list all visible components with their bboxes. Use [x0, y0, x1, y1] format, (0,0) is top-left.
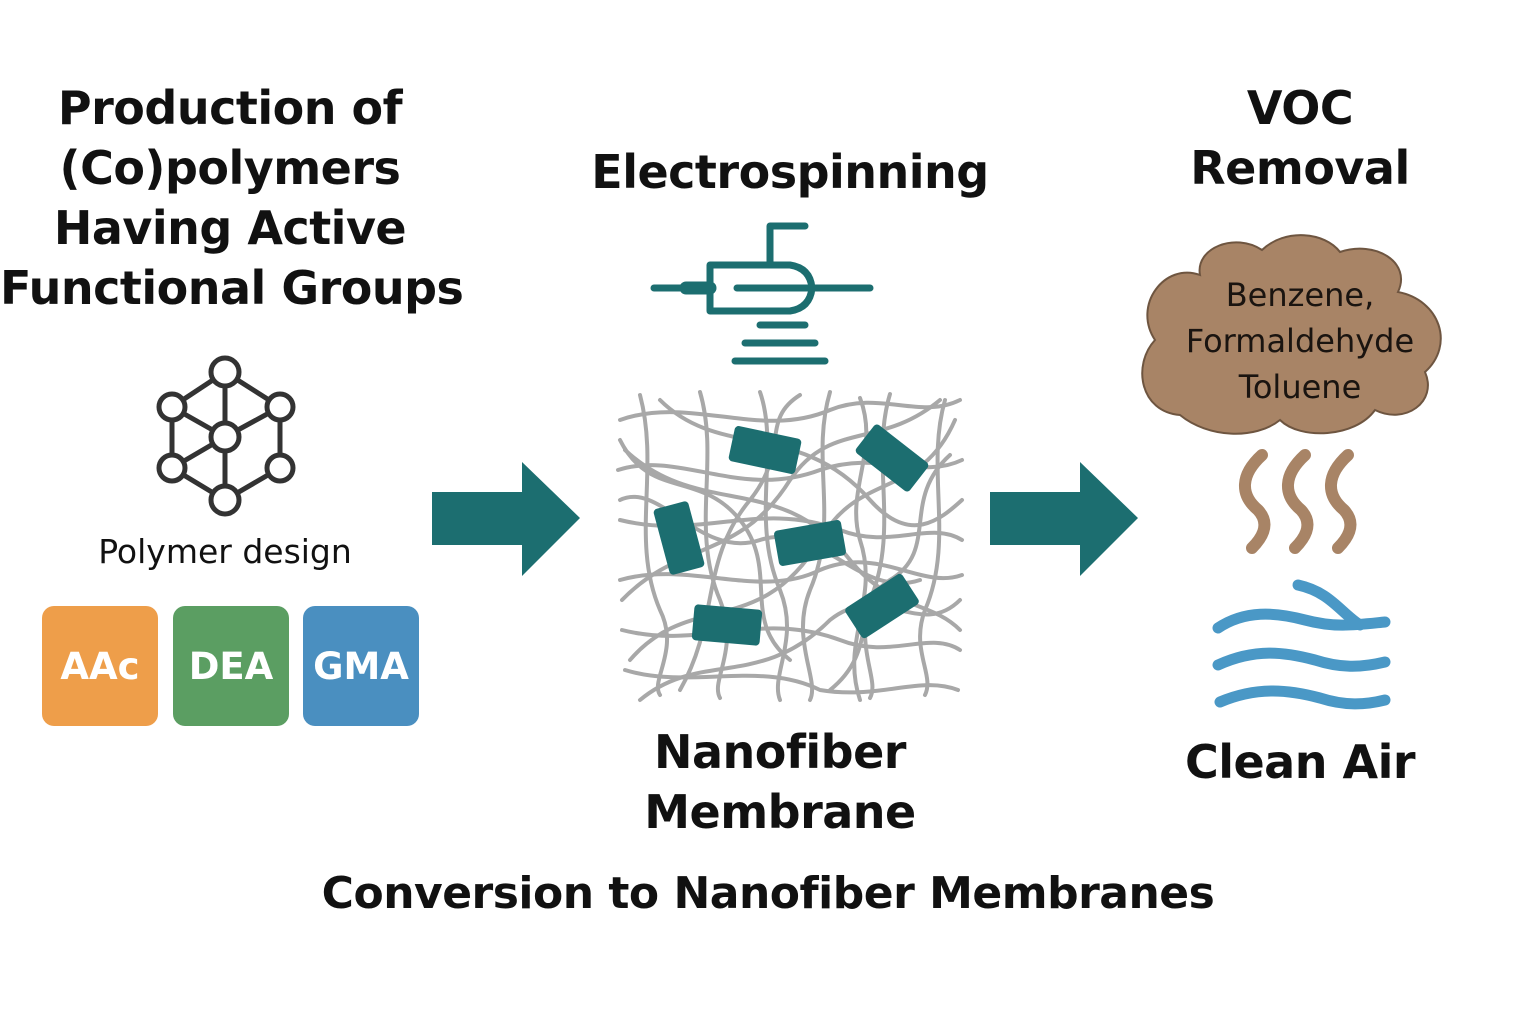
step1-title-line: (Co)polymers: [59, 141, 401, 195]
monomer-tile-gma: GMA: [303, 606, 419, 726]
step3-title: VOC Removal: [1130, 78, 1470, 198]
voc-item: Formaldehyde: [1185, 322, 1415, 360]
functional-group-blocks: [653, 424, 929, 646]
syringe-spinneret-icon: [650, 222, 874, 365]
polymer-design-label: Polymer design: [98, 532, 352, 571]
step1-title: Production of (Co)polymers Having Active…: [0, 78, 464, 318]
monomer-tile-aac: AAc: [42, 606, 158, 726]
step2-title: Electrospinning: [591, 145, 989, 199]
nanofiber-label-line: Membrane: [644, 785, 916, 839]
functional-group-block: [728, 426, 802, 474]
step1-title-line: Functional Groups: [0, 261, 464, 315]
nanofiber-label-line: Nanofiber: [654, 725, 906, 779]
functional-group-block: [855, 424, 929, 492]
step1-title-line: Production of: [57, 81, 403, 135]
functional-group-block: [691, 604, 763, 646]
voc-item: Toluene: [1238, 368, 1362, 406]
arrow-right-icon: [990, 462, 1138, 576]
process-caption: Conversion to Nanofiber Membranes: [321, 868, 1215, 919]
arrow-right-icon: [432, 462, 580, 576]
voc-list: Benzene, Formaldehyde Toluene: [1150, 272, 1450, 410]
clean-air-waves-icon: [1212, 579, 1391, 710]
voc-cloud-icon: [1141, 234, 1442, 435]
functional-group-block: [653, 501, 705, 575]
clean-air-label: Clean Air: [1184, 735, 1416, 789]
functional-group-block: [845, 573, 919, 639]
functional-group-block: [774, 520, 846, 566]
voc-item: Benzene,: [1225, 276, 1375, 314]
step1-title-line: Having Active: [53, 201, 407, 255]
molecule-network-icon: [156, 355, 296, 517]
fume-lines-icon: [1239, 449, 1357, 554]
step3-title-line: Removal: [1190, 141, 1410, 195]
nanofiber-membrane-label: Nanofiber Membrane: [560, 722, 1000, 842]
monomer-tile-dea: DEA: [173, 606, 289, 726]
step3-title-line: VOC: [1246, 81, 1354, 135]
